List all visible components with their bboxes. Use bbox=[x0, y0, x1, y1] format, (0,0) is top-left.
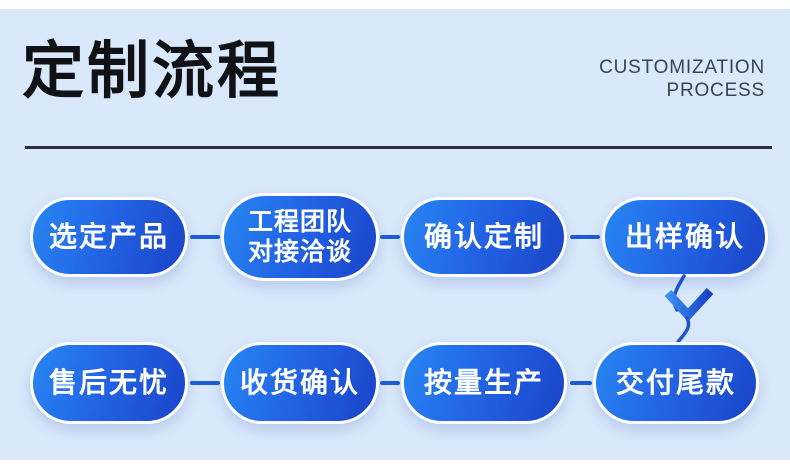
bottom-white-strip bbox=[0, 460, 790, 472]
subtitle-line-1: CUSTOMIZATION bbox=[599, 57, 765, 78]
step-label: 工程团队 对接洽谈 bbox=[247, 208, 352, 266]
step-pay-final-balance: 交付尾款 bbox=[593, 342, 759, 424]
step-sample-confirmation: 出样确认 bbox=[602, 197, 768, 277]
step-label: 收货确认 bbox=[239, 367, 360, 399]
curved-down-arrow-icon bbox=[664, 274, 714, 344]
step-confirm-customization: 确认定制 bbox=[401, 197, 567, 277]
top-white-strip bbox=[0, 0, 790, 9]
flow-connector bbox=[190, 235, 220, 239]
step-label: 售后无忧 bbox=[48, 367, 169, 399]
step-receipt-confirmation: 收货确认 bbox=[221, 342, 379, 424]
step-label: 选定产品 bbox=[48, 221, 169, 253]
step-label: 确认定制 bbox=[423, 221, 544, 253]
flow-connector bbox=[380, 235, 400, 239]
title-divider bbox=[25, 146, 772, 149]
step-production-by-quantity: 按量生产 bbox=[401, 342, 567, 424]
step-aftersales-worry-free: 售后无忧 bbox=[30, 342, 188, 424]
page-subtitle: CUSTOMIZATION PROCESS bbox=[599, 56, 765, 102]
flow-connector bbox=[570, 381, 592, 385]
flow-connector bbox=[380, 381, 400, 385]
subtitle-line-2: PROCESS bbox=[666, 80, 765, 101]
step-label: 交付尾款 bbox=[615, 367, 736, 399]
step-label: 出样确认 bbox=[624, 221, 745, 253]
step-label: 按量生产 bbox=[423, 367, 544, 399]
step-engineering-team: 工程团队 对接洽谈 bbox=[221, 193, 379, 281]
flow-connector bbox=[570, 235, 600, 239]
page-title: 定制流程 bbox=[22, 37, 283, 106]
step-select-product: 选定产品 bbox=[30, 197, 188, 277]
flow-connector bbox=[190, 381, 220, 385]
